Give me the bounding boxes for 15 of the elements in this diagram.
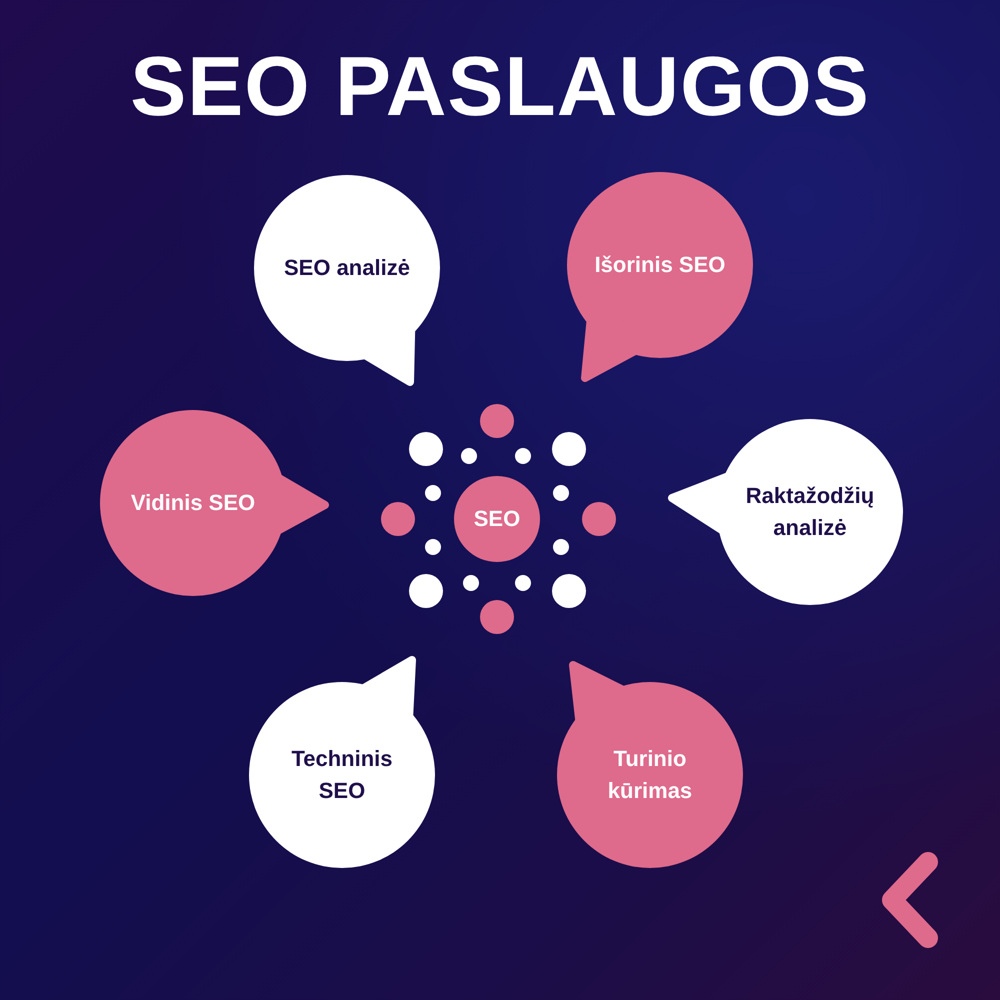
bubble-label: Išorinis SEO xyxy=(594,251,726,279)
bubble-label: Vidinis SEO xyxy=(130,489,256,517)
title: SEO PASLAUGOS xyxy=(129,38,871,135)
speech-bubble xyxy=(249,655,435,868)
speech-bubble xyxy=(254,175,440,387)
center-circle xyxy=(454,476,540,562)
bubble-label: Techninis SEO xyxy=(290,745,394,805)
speech-bubble xyxy=(100,410,330,596)
bubble-label: SEO analizė xyxy=(283,254,411,282)
speech-bubble xyxy=(567,172,753,383)
bubble-label: SEO xyxy=(472,505,522,533)
bubble-label: Raktažodžių analizė xyxy=(744,482,876,542)
speech-bubble xyxy=(667,419,903,605)
speech-bubble xyxy=(557,660,743,868)
bubble-label: Turinio kūrimas xyxy=(606,745,694,805)
